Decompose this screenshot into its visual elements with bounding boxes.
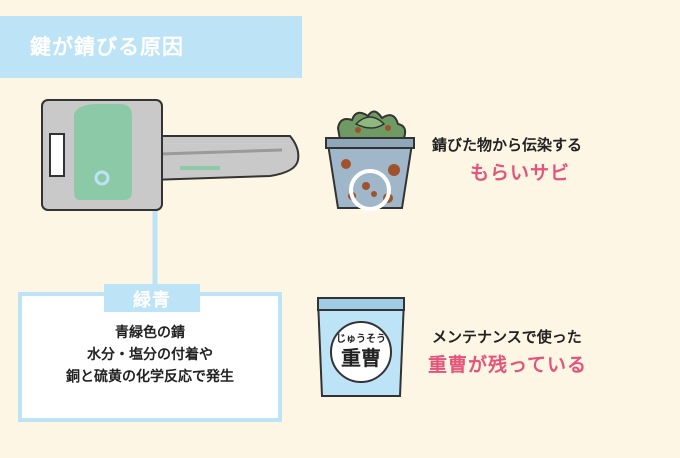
cause-transfer-rust: もらいサビ <box>470 162 571 184</box>
patina-label-title: 緑青 <box>133 290 171 311</box>
cause-baking-soda-lead: メンテナンスで使った <box>432 328 582 346</box>
patina-description-line: 青緑色の錆 <box>115 325 185 341</box>
patina-label-tab <box>104 284 200 312</box>
baking-soda-bag-icon <box>316 297 406 397</box>
rusty-pot-icon <box>325 110 415 211</box>
bag-label-main: 重曹 <box>341 346 381 370</box>
page-title: 鍵が錆びる原因 <box>30 35 184 59</box>
patina-description: 青緑色の錆 水分・塩分の付着や 銅と硫黄の化学反応で発生 <box>22 322 278 388</box>
cause-transfer-rust-lead: 錆びた物から伝染する <box>432 136 583 154</box>
bag-label-reading: じゅうそう <box>336 334 386 345</box>
key-icon <box>41 99 300 211</box>
patina-description-line: 銅と硫黄の化学反応で発生 <box>66 369 234 385</box>
title-banner <box>0 16 302 78</box>
patina-description-line: 水分・塩分の付着や <box>87 347 213 363</box>
patina-label-box <box>18 292 282 422</box>
cause-baking-soda: 重曹が残っている <box>428 354 588 376</box>
